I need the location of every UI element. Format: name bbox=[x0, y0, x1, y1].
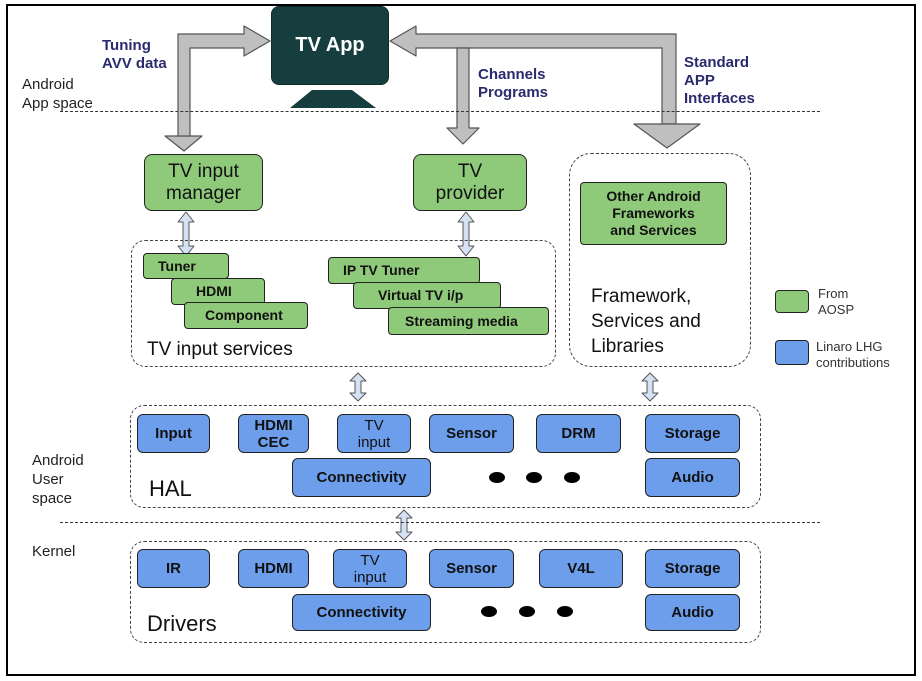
driver-storage: Storage bbox=[645, 549, 740, 588]
arrow-channels bbox=[446, 47, 480, 145]
driver-ellipsis-dot bbox=[481, 606, 497, 617]
arrow-hal-drivers bbox=[395, 509, 413, 541]
hal-ellipsis-dot bbox=[526, 472, 542, 483]
other-frameworks-line1: Other Android bbox=[606, 188, 701, 204]
service-ip-tv-tuner: IP TV Tuner bbox=[328, 257, 480, 284]
service-streaming-media: Streaming media bbox=[388, 307, 549, 335]
separator-app-space bbox=[60, 111, 820, 112]
arrow-framework-hal bbox=[641, 372, 659, 402]
hal-sensor: Sensor bbox=[429, 414, 514, 453]
driver-audio: Audio bbox=[645, 594, 740, 631]
service-tuner: Tuner bbox=[143, 253, 229, 279]
driver-hdmi: HDMI bbox=[238, 549, 309, 588]
tv-app-box: TV App bbox=[271, 6, 389, 85]
framework-label-line1: Framework, bbox=[591, 286, 692, 307]
hal-input: Input bbox=[137, 414, 210, 453]
legend-linaro: Linaro LHG contributions bbox=[816, 339, 890, 371]
hal-group bbox=[130, 405, 761, 508]
framework-group bbox=[569, 153, 751, 367]
note-standard: Standard APP Interfaces bbox=[684, 54, 755, 108]
driver-ir: IR bbox=[137, 549, 210, 588]
driver-ellipsis-dot bbox=[519, 606, 535, 617]
legend-linaro-swatch bbox=[775, 340, 809, 365]
framework-label-line3: Libraries bbox=[591, 336, 664, 357]
layer-user-space: Android User space bbox=[32, 451, 84, 508]
drivers-label: Drivers bbox=[147, 611, 217, 636]
tv-provider-line2: provider bbox=[435, 182, 505, 204]
hal-tv-input-line1: TV bbox=[364, 416, 384, 434]
driver-tv-input-line2: input bbox=[353, 568, 387, 586]
note-standard-line2: APP bbox=[684, 72, 715, 89]
framework-label-line2: Services and bbox=[591, 311, 701, 332]
driver-ellipsis-dot bbox=[557, 606, 573, 617]
legend-aosp-line1: From bbox=[818, 286, 849, 301]
separator-kernel bbox=[60, 522, 820, 523]
note-standard-line3: Interfaces bbox=[684, 90, 755, 107]
note-tuning: Tuning AVV data bbox=[102, 37, 167, 73]
other-frameworks-line2: Frameworks bbox=[612, 205, 695, 221]
layer-user-space-line3: space bbox=[32, 490, 73, 507]
legend-aosp-swatch bbox=[775, 290, 809, 313]
hal-tv-input-line2: input bbox=[357, 433, 391, 451]
driver-connectivity: Connectivity bbox=[292, 594, 431, 631]
tv-provider-line1: TV bbox=[457, 160, 483, 182]
hal-hdmi-cec-line2: CEC bbox=[257, 433, 290, 451]
legend-linaro-line2: contributions bbox=[816, 355, 890, 370]
arrow-head-to-frameworks bbox=[633, 123, 701, 149]
arrow-head-to-input-manager bbox=[164, 135, 203, 152]
note-channels-line1: Channels bbox=[478, 66, 546, 83]
note-channels-line2: Programs bbox=[478, 84, 549, 101]
layer-app-space-line2: App space bbox=[22, 95, 93, 112]
legend-aosp-line2: AOSP bbox=[818, 302, 855, 317]
note-tuning-line2: AVV data bbox=[102, 55, 167, 72]
layer-kernel: Kernel bbox=[32, 543, 76, 560]
layer-app-space: Android App space bbox=[22, 75, 93, 113]
tv-app-stand bbox=[290, 90, 376, 108]
legend-aosp: From AOSP bbox=[818, 286, 854, 318]
layer-user-space-line1: Android bbox=[32, 452, 84, 469]
note-channels: Channels Programs bbox=[478, 66, 548, 102]
note-tuning-line1: Tuning bbox=[102, 37, 151, 54]
hal-drm: DRM bbox=[536, 414, 621, 453]
arrow-standard-app bbox=[389, 25, 677, 125]
hal-label: HAL bbox=[149, 476, 192, 501]
driver-v4l: V4L bbox=[539, 549, 623, 588]
service-hdmi: HDMI bbox=[171, 278, 265, 305]
note-standard-line1: Standard bbox=[684, 54, 750, 71]
hal-storage: Storage bbox=[645, 414, 740, 453]
legend-linaro-line1: Linaro LHG bbox=[816, 339, 883, 354]
diagram-frame bbox=[6, 4, 916, 676]
hal-connectivity: Connectivity bbox=[292, 458, 431, 497]
hal-ellipsis-dot bbox=[564, 472, 580, 483]
driver-sensor: Sensor bbox=[429, 549, 514, 588]
tv-input-services-label: TV input services bbox=[147, 339, 293, 360]
service-component: Component bbox=[184, 302, 308, 329]
hal-audio: Audio bbox=[645, 458, 740, 497]
arrow-services-hal bbox=[349, 372, 367, 402]
tv-input-manager-line2: manager bbox=[166, 182, 241, 204]
service-virtual-tv: Virtual TV i/p bbox=[353, 282, 501, 309]
tv-input-services-group bbox=[131, 240, 556, 367]
driver-tv-input-line1: TV bbox=[360, 551, 380, 569]
arrow-tuning bbox=[177, 25, 271, 137]
framework-label: Framework, Services and Libraries bbox=[591, 284, 701, 359]
other-frameworks-line3: and Services bbox=[610, 222, 697, 238]
layer-user-space-line2: User bbox=[32, 471, 64, 488]
tv-input-manager-line1: TV input bbox=[168, 160, 239, 182]
arrow-provider-services bbox=[457, 211, 475, 257]
drivers-group bbox=[130, 541, 761, 643]
hal-ellipsis-dot bbox=[489, 472, 505, 483]
hal-hdmi-cec-line1: HDMI bbox=[254, 416, 293, 434]
layer-app-space-line1: Android bbox=[22, 76, 74, 93]
